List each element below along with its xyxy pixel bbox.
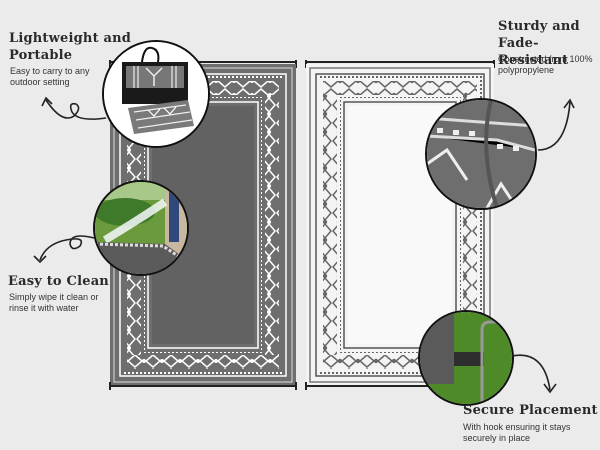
arrow-lightweight-icon [41, 96, 107, 120]
feature-description: Constructed from 100% polypropylene [498, 54, 593, 76]
title-line: Sturdy and [498, 19, 580, 34]
title-line: Lightweight and [9, 31, 132, 46]
desc-line: Simply wipe it clean or [9, 292, 99, 302]
desc-line: polypropylene [498, 65, 555, 75]
desc-line: Easy to carry to any [10, 66, 90, 76]
desc-line: outdoor setting [10, 77, 70, 87]
arrow-sturdy-icon [537, 98, 575, 151]
texture-closeup-circle-image [425, 98, 537, 210]
carry-bag-circle-image [102, 40, 210, 148]
desc-line: With hook ensuring it stays [463, 422, 571, 432]
desc-line: Constructed from 100% [498, 54, 593, 64]
title-line: Easy to Clean [8, 274, 109, 289]
arrow-clean-icon [33, 235, 95, 264]
arrow-secure-icon [511, 354, 557, 394]
feature-description: Simply wipe it clean or rinse it with wa… [9, 292, 99, 314]
desc-line: rinse it with water [9, 303, 79, 313]
desc-line: securely in place [463, 433, 531, 443]
feature-description: With hook ensuring it stays securely in … [463, 422, 571, 444]
hose-cleaning-circle-image [93, 180, 189, 276]
title-line: Fade-Resistant [498, 36, 569, 68]
feature-title: Lightweight and Portable [9, 30, 131, 64]
feature-title: Sturdy and Fade-Resistant [498, 18, 600, 69]
hook-grass-circle-image [418, 310, 514, 406]
feature-title: Easy to Clean [8, 273, 109, 290]
title-line: Secure Placement [463, 403, 598, 418]
feature-description: Easy to carry to any outdoor setting [10, 66, 90, 88]
feature-title: Secure Placement [463, 402, 598, 419]
title-line: Portable [9, 48, 73, 63]
